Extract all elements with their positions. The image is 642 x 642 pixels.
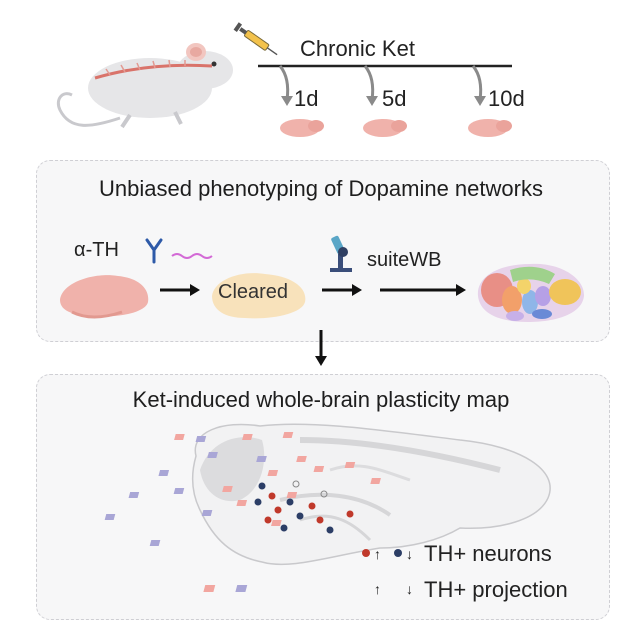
stained-brain [60,275,149,319]
software-label: suiteWB [367,249,442,271]
legend-neurons-label: TH+ neurons [424,541,552,566]
projection-markers [104,432,381,546]
timeline [258,64,512,106]
syringe-icon [233,22,278,56]
cleared-brain [212,273,306,319]
timepoint-1d: 1d [294,86,319,111]
neuron-markers [254,480,354,534]
probe-icon [171,253,213,259]
plasticity-heading: Ket-induced whole-brain plasticity map [132,387,510,412]
microscope-icon [330,235,352,272]
brain-icon [477,263,585,322]
svg-text:↑: ↑ [374,581,381,597]
phenotyping-heading: Unbiased phenotyping of Dopamine network… [99,176,543,201]
timepoint-5d: 5d [382,86,407,111]
legend-projection-label: TH+ projection [424,577,568,602]
timepoint-10d: 10d [488,86,525,111]
svg-text:↓: ↓ [406,581,413,597]
mouse-icon [56,43,233,129]
antibody-label: α-TH [74,239,119,261]
legend-neurons-markers: ↑ ↓ [362,546,413,562]
timeline-title: Chronic Ket [300,36,415,61]
svg-text:↓: ↓ [406,546,413,562]
legend-projection-markers: ↑ ↓ [203,581,413,597]
cleared-label: Cleared [218,281,289,303]
timepoint-brains [280,119,512,137]
svg-text:↑: ↑ [374,546,381,562]
antibody-icon [145,238,163,264]
